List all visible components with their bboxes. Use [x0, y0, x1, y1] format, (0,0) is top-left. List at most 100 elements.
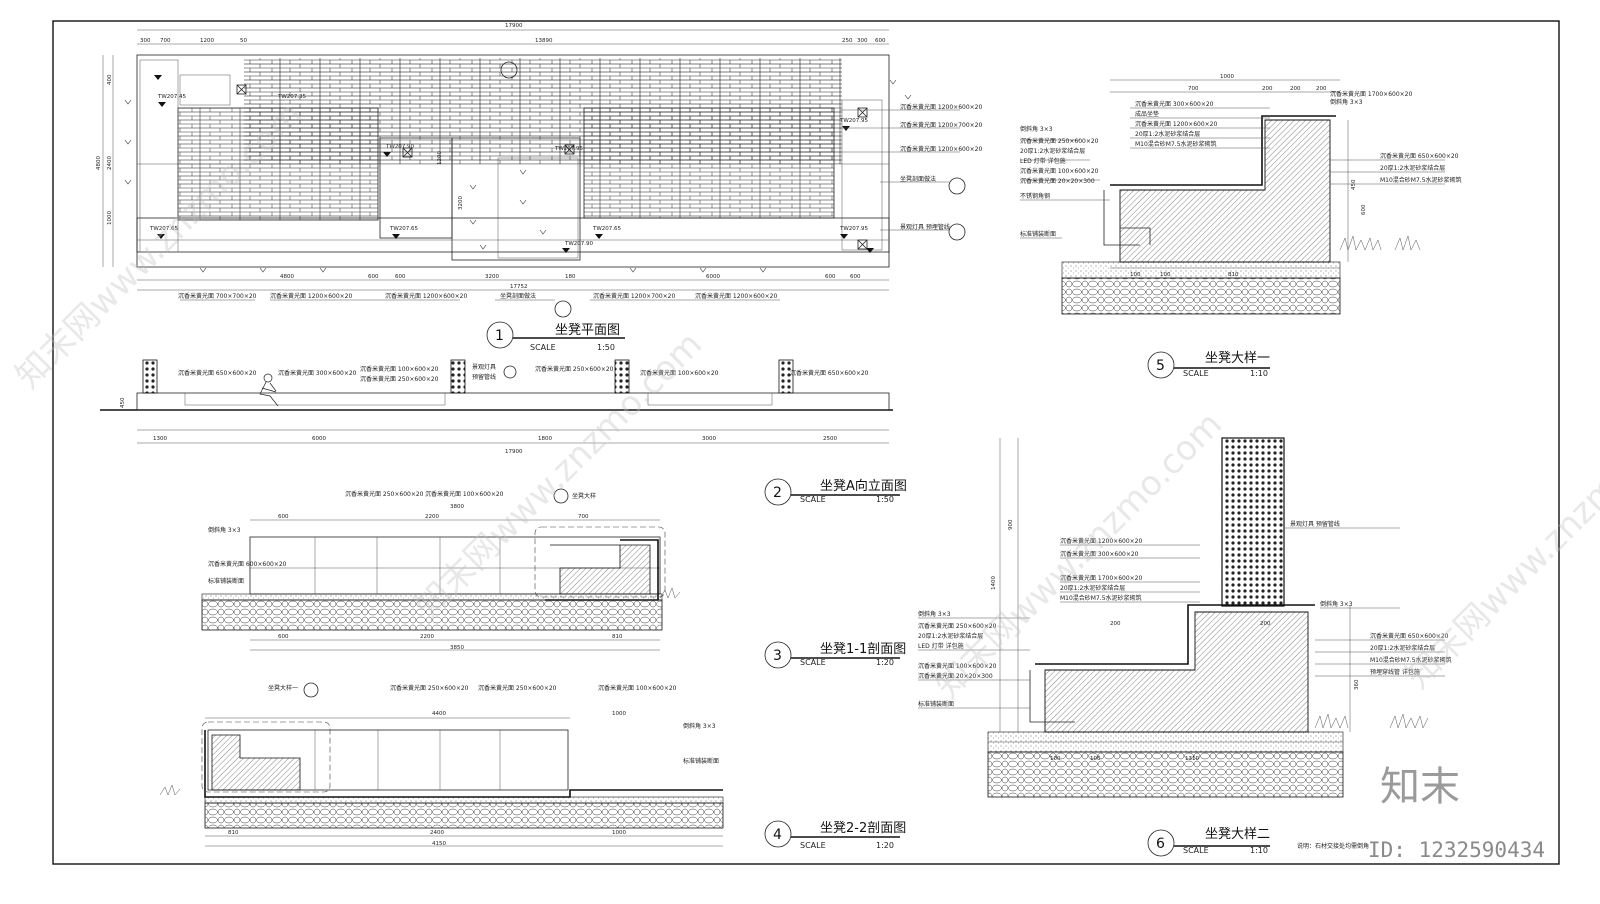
svg-text:SCALE: SCALE — [800, 841, 826, 850]
plan-level: TW207.35 — [277, 94, 307, 100]
svg-text:SCALE: SCALE — [800, 495, 826, 504]
d2-note: 预埋穿线管 详包施 — [1370, 668, 1420, 676]
svg-text:1:50: 1:50 — [876, 495, 894, 504]
d1-note: 沉香米黄光面 1200×600×20 — [1135, 120, 1218, 128]
view-title: 坐凳2-2剖面图 — [820, 820, 906, 836]
sec11-note: 沉香米黄光面 600×600×20 — [208, 560, 287, 568]
sec11-note: 坐凳大样 — [572, 492, 596, 500]
d1-note: 不锈钢角钢 — [1020, 192, 1050, 200]
d1-note: 20厚1:2水泥砂浆结合层 — [1020, 147, 1085, 155]
d1-note: 沉香米黄光面 650×600×20 — [1380, 152, 1459, 160]
plan-dim: 250 — [842, 38, 853, 44]
plan-dim: 1200 — [437, 151, 443, 165]
d1-dim: 1000 — [1220, 74, 1234, 80]
d1-dim: 100 — [1160, 272, 1171, 278]
plan-level: TW207.90 — [564, 241, 594, 247]
svg-text:1:50: 1:50 — [597, 343, 615, 352]
d1-dim: 200 — [1316, 86, 1327, 92]
detail-2-light-post — [1221, 437, 1285, 607]
sec22-dim: 4400 — [432, 711, 446, 717]
person-figure — [259, 373, 279, 407]
sec22-note: 倒斜角 3×3 — [683, 722, 716, 730]
brand-logo: 知末 — [1380, 764, 1460, 810]
d2-note: 沉香米黄光面 300×600×20 — [1060, 550, 1139, 558]
plan-dim: 1000 — [107, 211, 113, 225]
d1-note: 沉香米黄光面 250×600×20 — [1020, 137, 1099, 145]
d2-note: 沉香米黄光面 1200×600×20 — [1060, 537, 1143, 545]
sec22-note: 沉香米黄光面 250×600×20 — [478, 684, 557, 692]
plan-note: 沉香米黄光面 1200×700×20 — [593, 292, 676, 300]
sec11-note: 沉香米黄光面 100×600×20 — [425, 490, 504, 498]
footnote: 说明：石材交接处均需倒角 — [1297, 842, 1369, 850]
d2-note: 景观灯具 预留管线 — [1290, 520, 1340, 528]
d1-note: 20厚1:2水泥砂浆结合层 — [1380, 164, 1445, 172]
sec11-note: 沉香米黄光面 250×600×20 — [345, 490, 424, 498]
title-block-4: 4 坐凳2-2剖面图 SCALE 1:20 — [764, 820, 906, 850]
sec11-dim: 3800 — [450, 504, 464, 510]
d2-dim: 900 — [1008, 519, 1014, 530]
d1-dim: 200 — [1262, 86, 1273, 92]
elev-note: 预留管线 — [472, 373, 496, 381]
plan-dim: 600 — [825, 274, 836, 280]
plan-dim: 4800 — [280, 274, 294, 280]
d1-note: 倒斜角 3×3 — [1330, 98, 1363, 106]
d2-note: 20厚1:2水泥砂浆结合层 — [1370, 644, 1435, 652]
view-title: 坐凳A向立面图 — [820, 478, 907, 494]
plan-dim: 600 — [875, 38, 886, 44]
sec22-dim: 1000 — [612, 830, 626, 836]
d2-dim: 100 — [1050, 756, 1061, 762]
svg-text:5: 5 — [1156, 358, 1165, 374]
plan-note: 沉香米黄光面 1200×600×20 — [270, 292, 353, 300]
view-title: 坐凳1-1剖面图 — [820, 641, 906, 657]
plan-dim: 400 — [107, 74, 113, 85]
plan-level: TW207.45 — [157, 94, 187, 100]
svg-text:1:10: 1:10 — [1250, 369, 1268, 378]
plan-level: TW207.95 — [839, 118, 869, 124]
plan-level: TW207.95 — [839, 226, 869, 232]
watermark: 知末网www.znzmo.com — [1398, 394, 1600, 696]
d2-note: 20厚1:2水泥砂浆结合层 — [1060, 584, 1125, 592]
sec11-dim: 810 — [612, 634, 623, 640]
d2-note: M10混合砂M7.5水泥砂浆砌筑 — [1060, 594, 1142, 602]
svg-text:1:20: 1:20 — [876, 658, 894, 667]
plan-level: TW207.65 — [389, 226, 419, 232]
d1-note: LED 灯带 详包施 — [1020, 157, 1066, 165]
plan-dim: 50 — [240, 38, 247, 44]
sheet-border — [52, 20, 1560, 865]
sec22-dim: 2400 — [430, 830, 444, 836]
d2-dim: 1310 — [1185, 756, 1199, 762]
plan-dim: 3200 — [458, 196, 464, 210]
sec22-dim: 1000 — [612, 711, 626, 717]
sec11-dim: 700 — [578, 514, 589, 520]
view-title: 坐凳大样一 — [1205, 350, 1270, 366]
plan-dim: 300 — [140, 38, 151, 44]
plan-dim: 17752 — [510, 284, 528, 290]
d2-note: M10混合砂M7.5水泥砂浆砌筑 — [1370, 656, 1452, 664]
title-block-6: 6 坐凳大样二 SCALE 1:10 — [1147, 826, 1270, 857]
d2-dim: 100 — [1090, 756, 1101, 762]
plan-level: TW207.65 — [592, 226, 622, 232]
elev-note: 景观灯具 — [472, 363, 496, 371]
plan-dim: 600 — [850, 274, 861, 280]
plan-dim-total: 17900 — [505, 23, 523, 29]
title-block-3: 3 坐凳1-1剖面图 SCALE 1:20 — [764, 641, 906, 669]
section-1-1-view — [201, 488, 681, 651]
watermark: 知末网www.znzmo.com — [928, 404, 1230, 706]
plan-dim: 300 — [857, 38, 868, 44]
svg-text:1:10: 1:10 — [1250, 846, 1268, 855]
title-block-1: 1 坐凳平面图 SCALE 1:50 — [486, 321, 625, 352]
d2-note: LED 灯带 详包施 — [918, 642, 964, 650]
d1-note: 沉香米黄光面 300×600×20 — [1135, 100, 1214, 108]
d2-dim: 1400 — [991, 576, 997, 590]
plan-note: 景观灯具 预埋管线 — [900, 223, 950, 231]
sec11-note: 标准铺装断面 — [208, 577, 244, 585]
svg-text:2: 2 — [773, 485, 782, 501]
plan-note: 坐凳剖面做法 — [900, 175, 936, 183]
svg-text:SCALE: SCALE — [800, 658, 826, 667]
title-block-2: 2 坐凳A向立面图 SCALE 1:50 — [764, 478, 907, 506]
sec22-note: 坐凳大样一 — [268, 684, 298, 692]
plan-dim: 600 — [395, 274, 406, 280]
sec22-dim: 4150 — [432, 841, 446, 847]
elev-dim: 1300 — [153, 436, 167, 442]
